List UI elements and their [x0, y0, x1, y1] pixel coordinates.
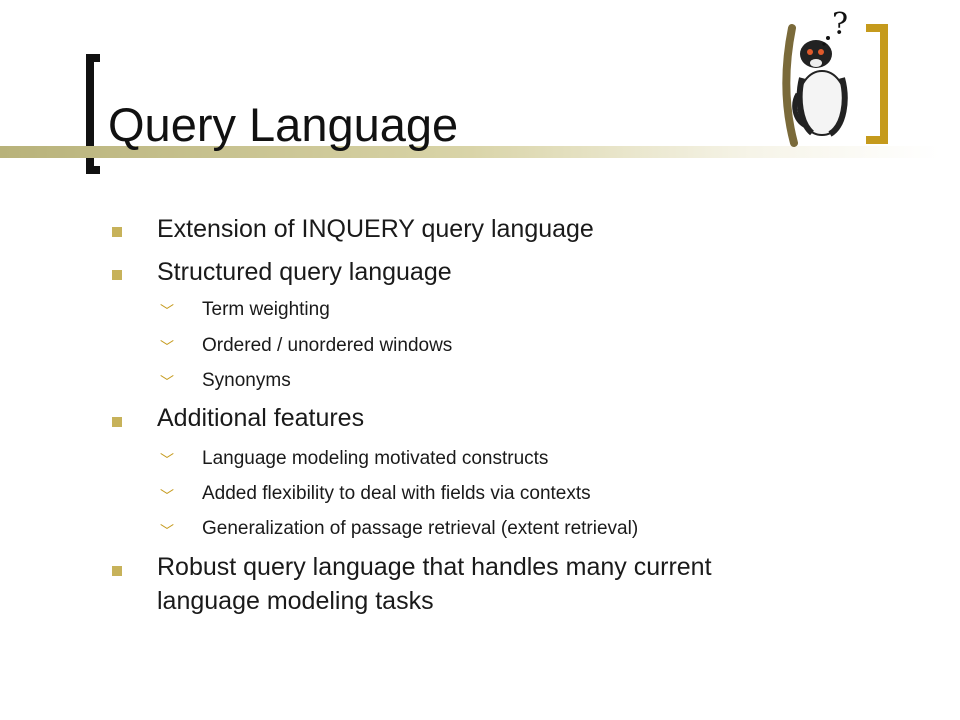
sub-bullet-hook-icon: ﹀	[160, 453, 174, 469]
sub-bullet-hook-icon: ﹀	[160, 375, 174, 391]
sub-bullet-item: Language modeling motivated constructs	[202, 448, 549, 469]
lemur-mascot-image: ?	[782, 8, 848, 147]
title-underline-bar	[0, 146, 940, 158]
sub-bullet-hook-icon: ﹀	[160, 489, 174, 505]
sub-bullet-item: Term weighting	[202, 299, 330, 320]
sub-bullet-hook-icon: ﹀	[160, 524, 174, 540]
sub-bullet-item: Ordered / unordered windows	[202, 335, 453, 356]
sub-bullet-item: Added flexibility to deal with fields vi…	[202, 483, 591, 504]
title-bracket-left	[86, 54, 100, 174]
sub-bullet-item: Synonyms	[202, 370, 291, 391]
bullet-square-icon	[112, 270, 122, 280]
bullet-square-icon	[112, 566, 122, 576]
bullet-square-icon	[112, 227, 122, 237]
sub-bullet-hook-icon: ﹀	[160, 304, 174, 320]
bullet-square-icon	[112, 417, 122, 427]
sub-bullet-hook-icon: ﹀	[160, 340, 174, 356]
svg-text:?: ?	[832, 8, 848, 42]
bullet-item-2: Structured query language	[157, 258, 452, 286]
bullet-item-3: Additional features	[157, 404, 365, 432]
slide-title: Query Language	[108, 98, 459, 151]
bullet-item-4-line-2: language modeling tasks	[157, 587, 434, 615]
bullet-item-1: Extension of INQUERY query language	[157, 215, 594, 243]
sub-bullet-item: Generalization of passage retrieval (ext…	[202, 518, 639, 539]
title-bracket-right	[866, 24, 888, 144]
bullet-item-4-line-1: Robust query language that handles many …	[157, 553, 712, 581]
